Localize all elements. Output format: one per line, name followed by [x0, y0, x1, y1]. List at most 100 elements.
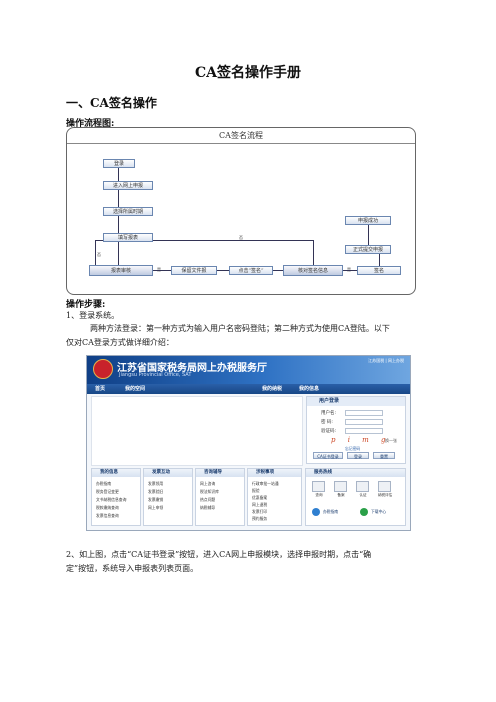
- reset-button[interactable]: 重置: [373, 452, 395, 459]
- panel-link[interactable]: 办税指南: [96, 481, 112, 486]
- arrow: [379, 254, 380, 266]
- panel-link[interactable]: 发票验旧: [148, 489, 164, 494]
- label-no: 否: [239, 235, 243, 240]
- panel-title: 我的信息: [92, 469, 140, 477]
- arrow: [313, 240, 314, 265]
- login-box: 用户登录 用户名: 密 码: 验证码: p i m g 换一张 忘记密码 CA证…: [306, 396, 406, 464]
- login-screenshot: 江苏省国家税务局网上办税服务厅 Jiangsu Provincial Offic…: [86, 355, 411, 531]
- panel-link[interactable]: 税款缴纳查询: [96, 505, 119, 510]
- username-label: 用户名:: [321, 411, 337, 416]
- flowchart-title: CA签名流程: [67, 128, 415, 144]
- node-verify-sign: 核对签名信息: [283, 265, 343, 276]
- panel-link[interactable]: 优惠备案: [252, 495, 268, 500]
- panel-services: 服务热线 查询 备案 认证 纳税评估 办税指南 下载中心: [305, 468, 406, 526]
- captcha-label: 验证码:: [321, 429, 337, 434]
- arrow: [217, 270, 229, 271]
- evaluation-icon[interactable]: [378, 481, 391, 492]
- service-label: 查询: [315, 493, 323, 497]
- panel-my-info: 我的信息 办税指南 税务登记变更 文书纳税信息查询 税款缴纳查询 发票信息查询: [91, 468, 141, 526]
- site-title: 江苏省国家税务局网上办税服务厅: [117, 363, 267, 374]
- captcha-image: p i m g: [331, 436, 391, 444]
- step2-line1: 2、如上图，点击“CA证书登录”按钮，进入CA网上申报模块，选择申报时期，点击“…: [66, 550, 372, 559]
- section-heading: 一、CA签名操作: [66, 96, 157, 110]
- steps-label: 操作步骤:: [66, 300, 106, 310]
- document-title: CA签名操作手册: [194, 65, 301, 81]
- nav-my-tax[interactable]: 我的纳税: [262, 386, 283, 392]
- captcha-refresh-link[interactable]: 换一张: [385, 438, 397, 443]
- node-enter-declare: 进入网上申报: [103, 181, 153, 190]
- panel-link[interactable]: 税法知识库: [200, 489, 219, 494]
- password-label: 密 码:: [321, 420, 333, 425]
- panel-link[interactable]: 网上退税: [252, 502, 268, 507]
- site-banner: 江苏省国家税务局网上办税服务厅 Jiangsu Provincial Offic…: [87, 356, 410, 384]
- query-icon[interactable]: [312, 481, 325, 492]
- arrow: [95, 240, 96, 265]
- panel-link[interactable]: 税务登记变更: [96, 489, 119, 494]
- panel-title: 服务热线: [306, 469, 405, 477]
- panel-link[interactable]: 行政审批一站通: [252, 481, 279, 486]
- panel-consult: 咨询辅导 网上咨询 税法知识库 热点问题 纳税辅导: [195, 468, 245, 526]
- service-label: 纳税评估: [377, 493, 393, 497]
- panel-title: 咨询辅导: [196, 469, 244, 477]
- site-subtitle: Jiangsu Provincial Office, SAT: [119, 372, 192, 378]
- top-links[interactable]: 江苏国税 | 网上办税: [368, 358, 404, 363]
- arrow: [153, 240, 313, 241]
- node-select-period: 选择所属时期: [103, 207, 153, 216]
- download-label: 下载中心: [371, 509, 387, 514]
- panel-link[interactable]: 发票领用: [148, 481, 164, 486]
- password-input[interactable]: [345, 419, 383, 425]
- guide-link[interactable]: 办税指南: [310, 507, 354, 517]
- node-sign: 签名: [357, 266, 401, 275]
- service-label: 备案: [337, 493, 345, 497]
- record-icon[interactable]: [334, 481, 347, 492]
- nav-home[interactable]: 首页: [95, 386, 106, 392]
- guide-label: 办税指南: [323, 509, 339, 514]
- browser-icon: [312, 508, 320, 516]
- arrow: [95, 240, 103, 241]
- username-input[interactable]: [345, 410, 383, 416]
- step2-line2: 定”按钮，系统导入申报表列表页面。: [66, 564, 199, 573]
- panel-link[interactable]: 网上咨询: [200, 481, 216, 486]
- content-area: [91, 396, 303, 466]
- panel-title: 发票互动: [144, 469, 192, 477]
- arrow: [273, 270, 283, 271]
- node-fill-report: 填写报表: [103, 233, 153, 242]
- panel-link[interactable]: 纳税辅导: [200, 505, 216, 510]
- arrow: [118, 168, 119, 181]
- step1-line1: 两种方法登录：第一种方式为输入用户名密码登陆；第二种方式为使用CA登陆。以下: [90, 324, 390, 333]
- flow-label: 操作流程图:: [66, 119, 115, 129]
- arrow: [153, 270, 171, 271]
- arrow: [118, 242, 119, 265]
- login-title: 用户登录: [307, 397, 405, 406]
- certify-icon[interactable]: [356, 481, 369, 492]
- captcha-input[interactable]: [345, 428, 383, 434]
- arrow: [118, 216, 119, 233]
- panel-link[interactable]: 网上申领: [148, 505, 164, 510]
- flowchart: CA签名流程 登录 进入网上申报 选择所属时期 填写报表 报表审核 否 是 保留…: [66, 127, 416, 295]
- panel-link[interactable]: 发票缴销: [148, 497, 164, 502]
- label-yes: 是: [157, 267, 161, 273]
- node-audit: 报表审核: [89, 265, 153, 276]
- arrow: [118, 190, 119, 207]
- download-link[interactable]: 下载中心: [358, 507, 402, 517]
- label-yes: 是: [347, 267, 351, 273]
- arrow: [343, 270, 357, 271]
- panel-link[interactable]: 发票信息查询: [96, 513, 119, 518]
- panel-invoice: 发票互动 发票领用 发票验旧 发票缴销 网上申领: [143, 468, 193, 526]
- node-click-sign: 点击“签名”: [229, 266, 273, 275]
- tax-emblem-icon: [93, 359, 113, 379]
- node-login: 登录: [103, 159, 135, 168]
- panel-link[interactable]: 文书纳税信息查询: [96, 497, 127, 502]
- panel-link[interactable]: 热点问题: [200, 497, 216, 502]
- panel-link[interactable]: 发票打印: [252, 509, 268, 514]
- panel-link[interactable]: 预约服务: [252, 516, 268, 521]
- step1-line2: 仅对CA登录方式做详细介绍：: [66, 338, 174, 347]
- nav-my-space[interactable]: 我的空间: [125, 386, 146, 392]
- ca-login-button[interactable]: CA证书登录: [313, 452, 343, 459]
- forgot-password-link[interactable]: 忘记密码: [345, 446, 361, 451]
- nav-bar: 首页 我的空间 我的纳税 我的信息: [87, 384, 410, 394]
- login-button[interactable]: 登录: [347, 452, 369, 459]
- nav-my-info[interactable]: 我的信息: [299, 386, 320, 392]
- step1-title: 1、登录系统。: [66, 311, 120, 320]
- panel-link[interactable]: 报验: [252, 488, 260, 493]
